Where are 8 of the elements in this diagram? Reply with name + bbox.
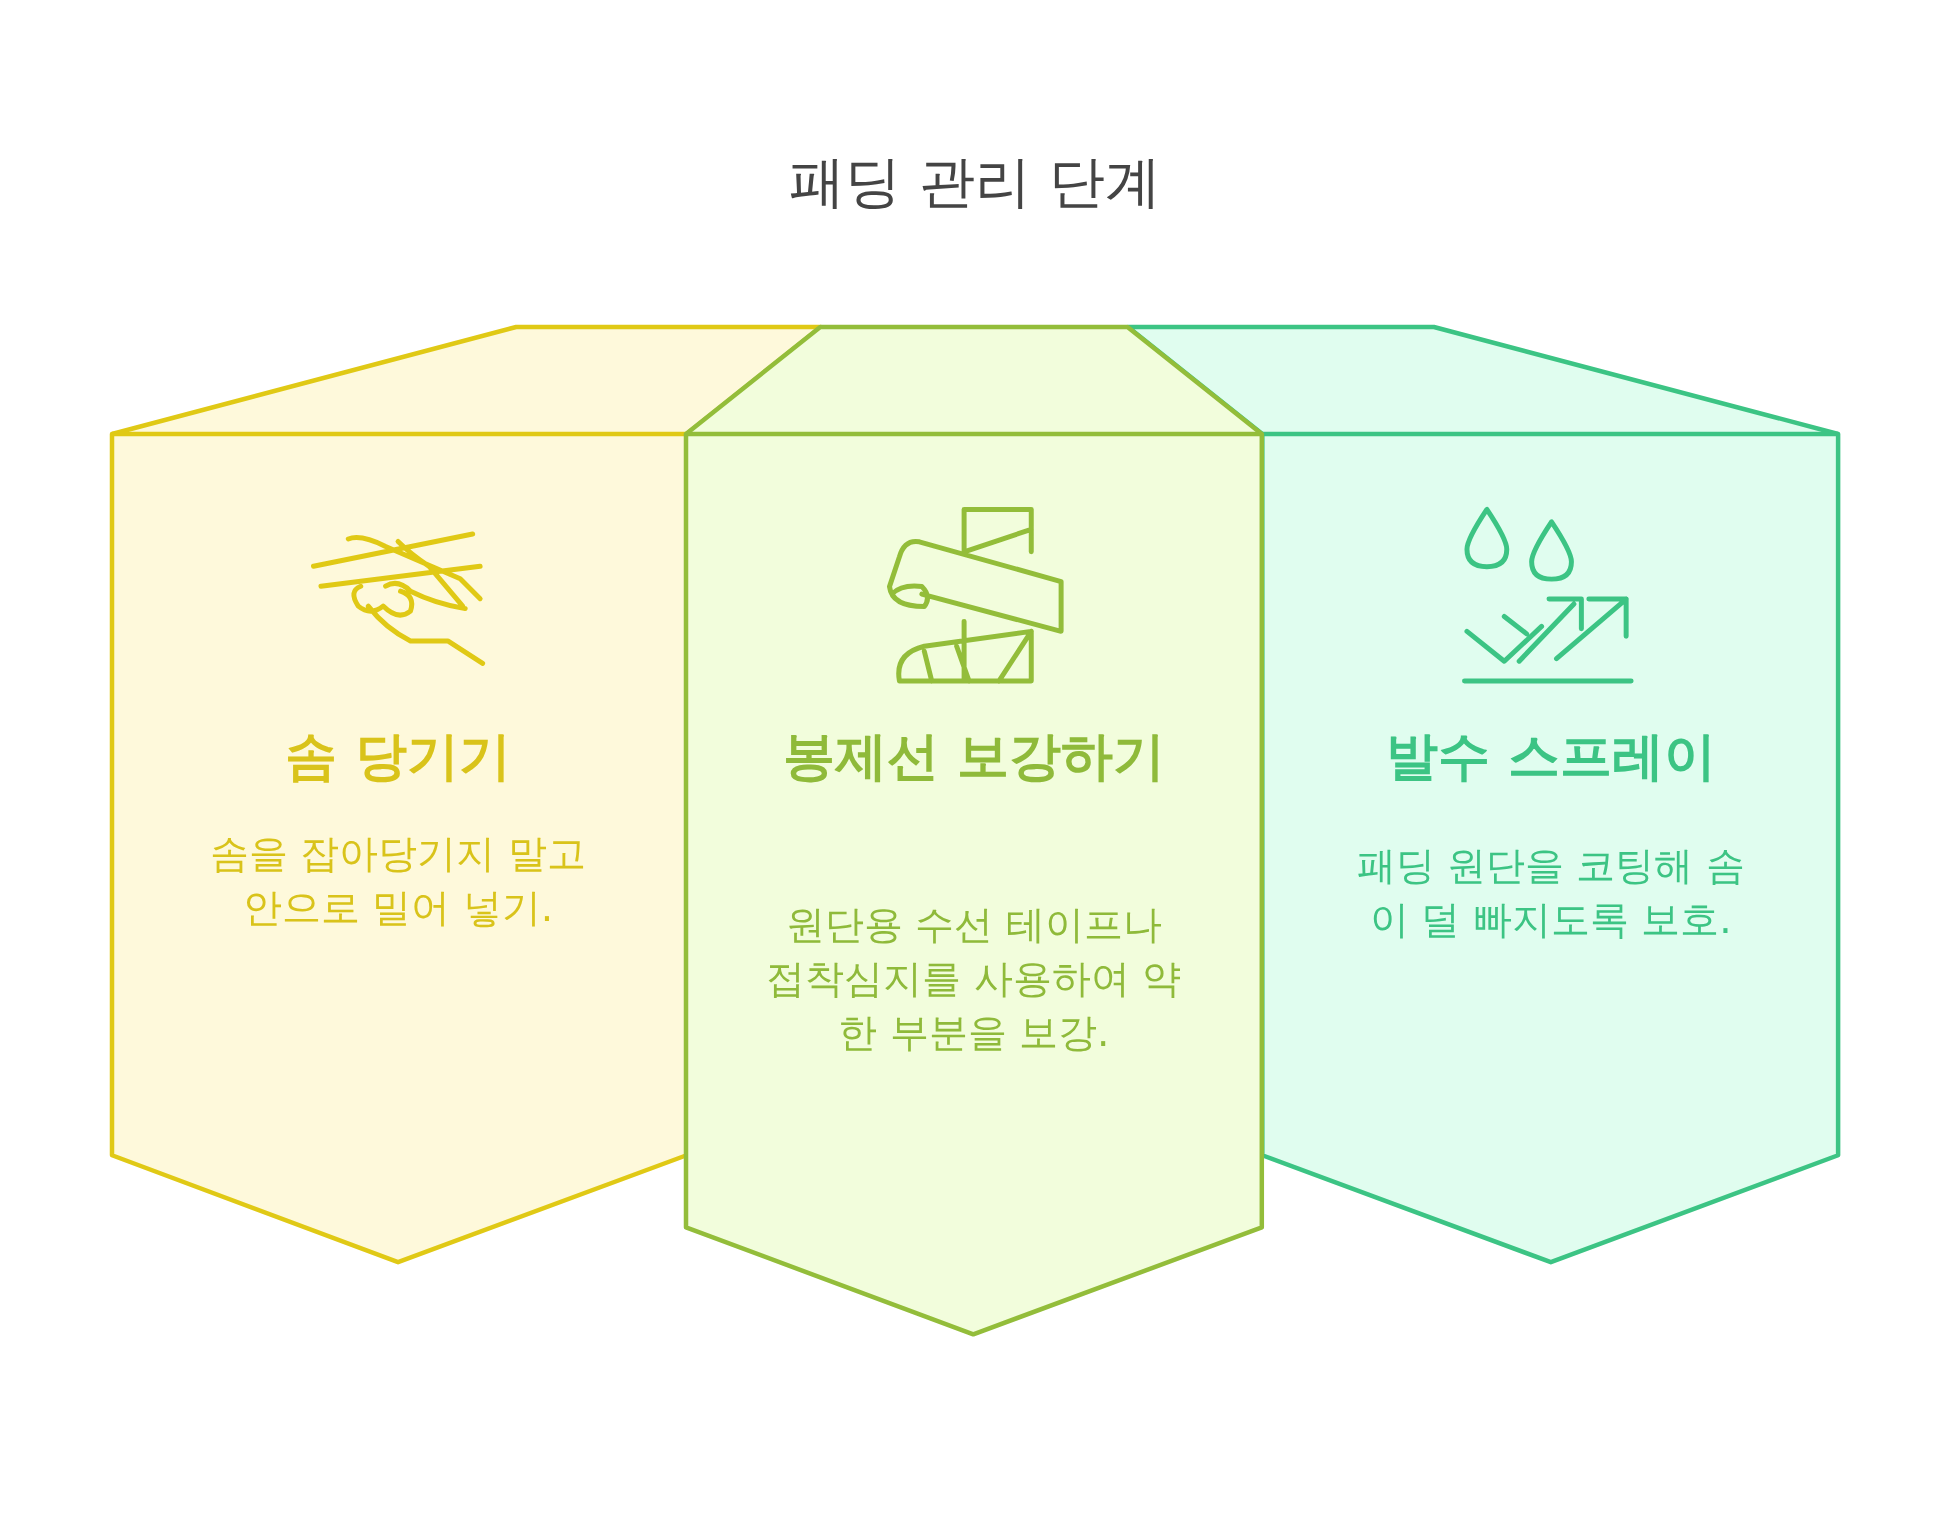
step-description: 원단용 수선 테이프나 접착심지를 사용하여 약한 부분을 보강. [765,900,1183,1057]
step-heading: 솜 당기기 [283,725,512,789]
step-description: 솜을 잡아당기지 말고 안으로 밀어 넣기. [209,830,587,932]
hexagon-panel [686,327,1263,1335]
step-heading: 봉제선 보강하기 [781,725,1166,789]
diagram-title: 패딩 관리 단계 [788,148,1162,216]
step-description: 패딩 원단을 코팅해 솜이 덜 빠지도록 보호. [1355,842,1746,945]
step-heading: 발수 스프레이 [1384,725,1717,789]
